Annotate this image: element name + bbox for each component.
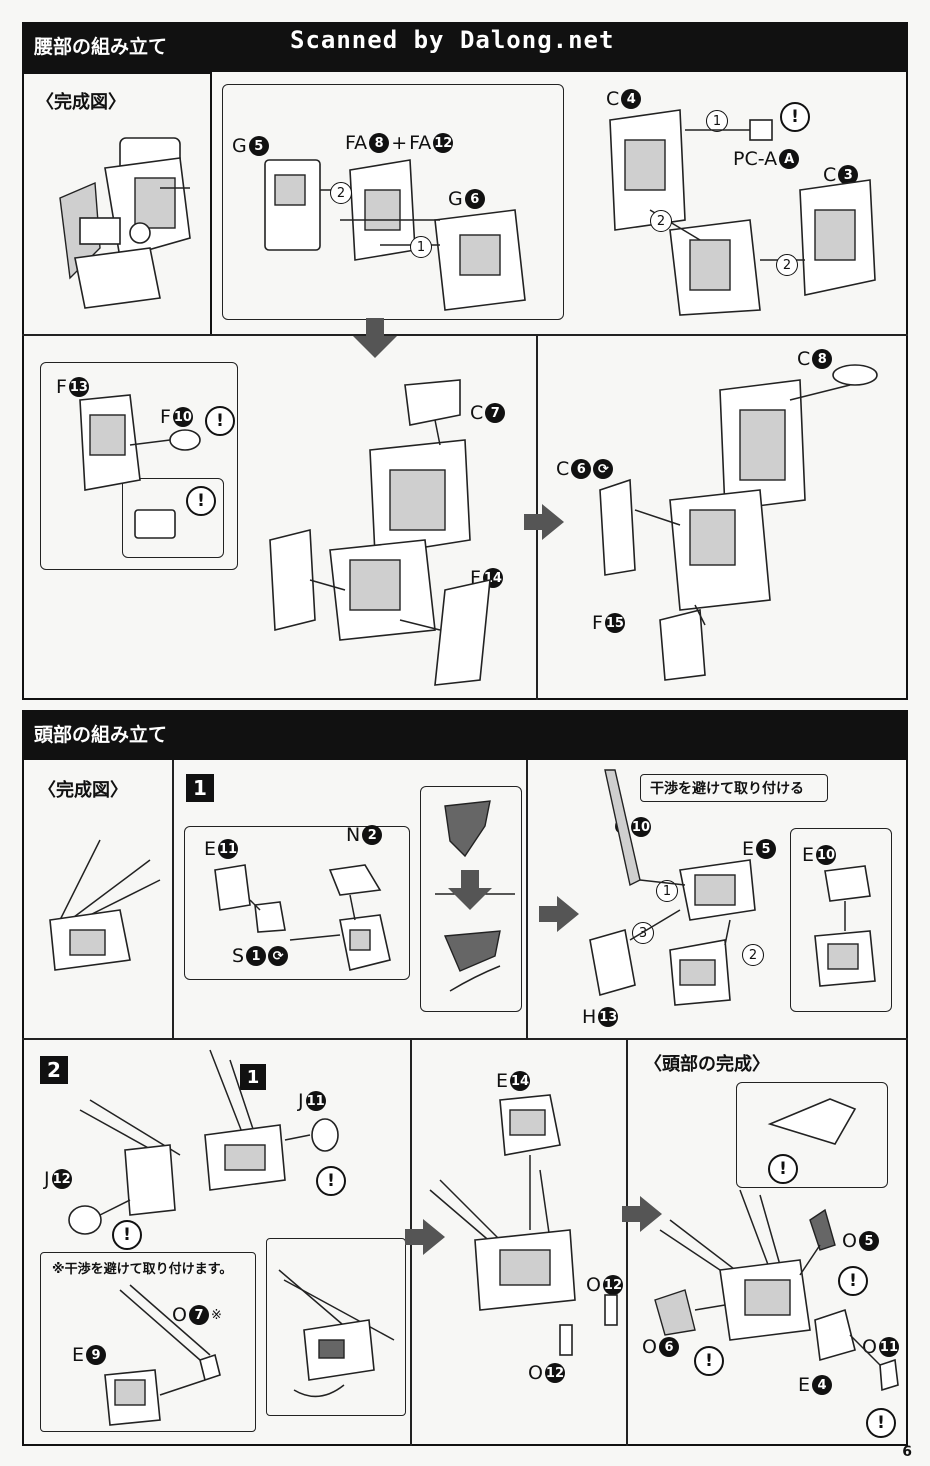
waist-step-a-illustration xyxy=(264,159,526,311)
head-step2-note-box xyxy=(40,1252,256,1432)
head-complete-illustration xyxy=(654,1189,899,1392)
head-step1-e10-box xyxy=(790,828,892,1012)
waist-section-title: 腰部の組み立て xyxy=(34,36,168,58)
warning-icon: ! xyxy=(866,1408,896,1438)
waist-middle-illustration xyxy=(269,379,491,686)
waist-step-a-box xyxy=(222,84,564,320)
head-step2-rotate-box xyxy=(266,1238,406,1416)
warning-icon: ! xyxy=(186,486,216,516)
right-arrow-icon xyxy=(622,1196,662,1232)
head-step-2-badge: 2 xyxy=(40,1056,68,1084)
waist-section-header: 腰部の組み立て xyxy=(22,22,908,72)
head-step1-e10-illustration xyxy=(814,865,876,987)
right-arrow-icon xyxy=(524,504,564,540)
head-step2-note-illustration xyxy=(104,1284,221,1426)
warning-icon: ! xyxy=(205,406,235,436)
head-step1-detail-box xyxy=(420,786,522,1012)
head-step1-parts-illustration xyxy=(214,864,391,971)
interference-note: 干渉を避けて取り付ける xyxy=(650,781,804,797)
head-complete-label: 〈頭部の完成〉 xyxy=(644,1054,770,1075)
head-step1-parts-box xyxy=(184,826,410,980)
waist-completed-illustration xyxy=(59,137,191,309)
head-step-1-ref-badge: 1 xyxy=(240,1064,266,1090)
right-arrow-icon xyxy=(539,896,579,932)
order-mark-2: 2 xyxy=(742,944,764,966)
warning-icon: ! xyxy=(694,1346,724,1376)
page-number: 6 xyxy=(902,1444,912,1460)
head-completed-divider xyxy=(172,760,174,1040)
waist-detail-inner-box xyxy=(122,478,224,558)
right-arrow-icon xyxy=(405,1219,445,1255)
head-step1-divider xyxy=(526,760,528,1040)
waist-row-divider xyxy=(22,334,908,336)
warning-icon: ! xyxy=(780,102,810,132)
head-step1-assembly-illustration xyxy=(589,769,756,1006)
order-mark-1: 1 xyxy=(656,880,678,902)
head-step1-detail-illustration xyxy=(435,800,515,992)
waist-step-b-illustration xyxy=(609,109,876,316)
order-mark-1b: 1 xyxy=(706,110,728,132)
order-mark-2: 2 xyxy=(330,182,352,204)
waist-detail-illustration xyxy=(79,394,201,539)
head-section-title: 頭部の組み立て xyxy=(34,724,168,746)
order-mark-2b: 2 xyxy=(650,210,672,232)
head-complete-detail-illustration xyxy=(767,1098,857,1145)
down-arrow-icon xyxy=(353,318,397,358)
interference-note-box xyxy=(640,774,828,802)
head-step2-middle-illustration xyxy=(429,1094,618,1356)
waist-right-illustration xyxy=(599,364,878,681)
warning-icon: ! xyxy=(768,1154,798,1184)
head-completed-illustration xyxy=(49,839,161,971)
order-mark-2c: 2 xyxy=(776,254,798,276)
warning-icon: ! xyxy=(316,1166,346,1196)
warning-icon: ! xyxy=(112,1220,142,1250)
head-step2-rotate-illustration xyxy=(278,1269,395,1398)
head-completed-label: 〈完成図〉 xyxy=(38,780,128,801)
scan-watermark: Scanned by Dalong.net xyxy=(290,26,615,54)
waist-detail-box xyxy=(40,362,238,570)
head-step-1-badge: 1 xyxy=(186,774,214,802)
down-arrow-icon xyxy=(448,870,492,910)
interference-note-2: ※干渉を避けて取り付けます。 xyxy=(52,1262,233,1277)
waist-completed-label: 〈完成図〉 xyxy=(36,92,126,113)
head-section-header: 頭部の組み立て xyxy=(22,710,908,760)
head-step2-divider-b xyxy=(626,1040,628,1446)
head-complete-detail-box xyxy=(736,1082,888,1188)
head-row-divider xyxy=(22,1038,908,1040)
order-mark-1: 1 xyxy=(410,236,432,258)
warning-icon: ! xyxy=(838,1266,868,1296)
head-step2-main-illustration xyxy=(68,1049,339,1235)
